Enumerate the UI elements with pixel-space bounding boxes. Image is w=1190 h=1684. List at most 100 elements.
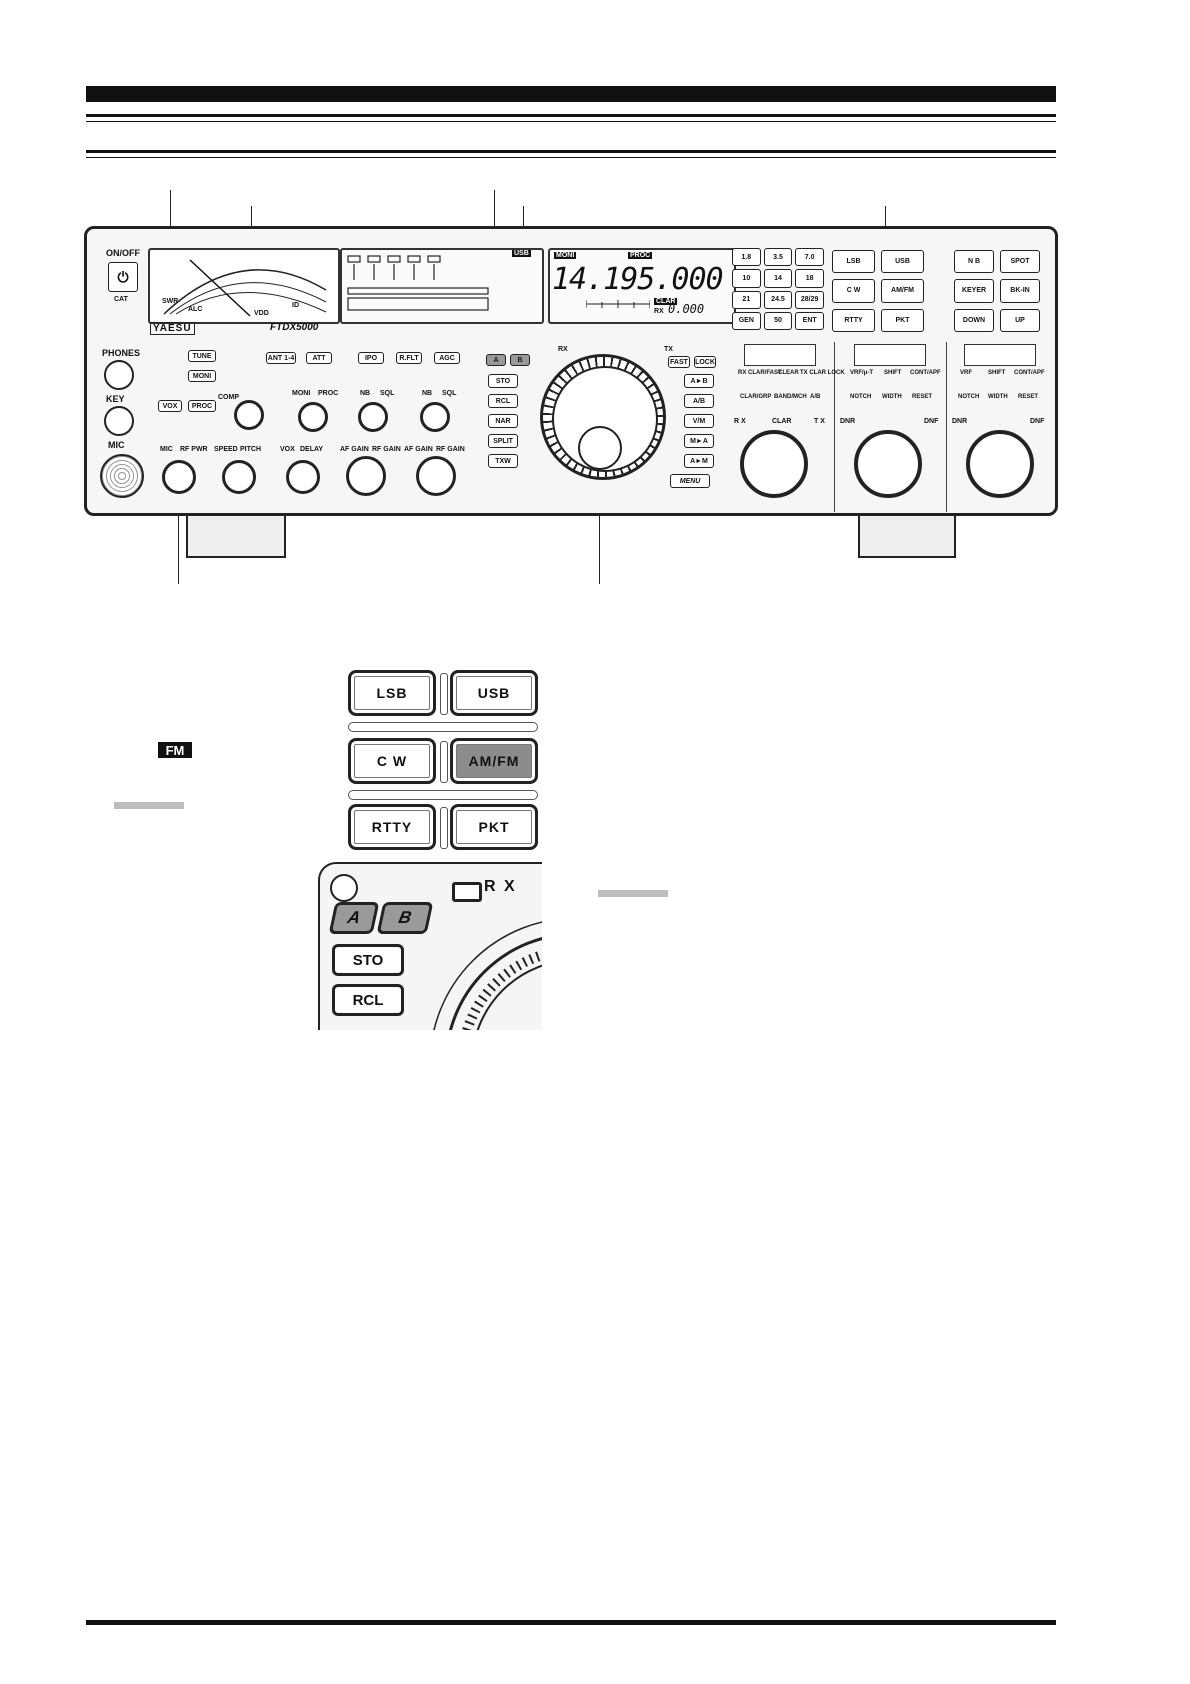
ant-button[interactable]: ANT 1-4 — [266, 352, 296, 364]
af-rf-gain-knob-sub[interactable] — [416, 456, 456, 496]
down-button[interactable]: DOWN — [954, 308, 994, 332]
lsb-button[interactable]: LSB — [348, 670, 436, 716]
moni-button[interactable]: MONI — [188, 370, 216, 382]
rcl-button-small[interactable]: RCL — [488, 394, 518, 408]
vox-delay-knob[interactable] — [286, 460, 320, 494]
rf-pwr-knob-label: RF PWR — [180, 446, 208, 453]
nb-sql-knob-sub[interactable] — [420, 402, 450, 432]
proc-button[interactable]: PROC — [188, 400, 216, 412]
lcd-right — [548, 248, 736, 324]
header-rule-3 — [86, 150, 1056, 153]
clar-knob[interactable] — [740, 430, 808, 498]
dnr-label-main: DNR — [840, 418, 856, 425]
band-button-18[interactable]: 18 — [795, 269, 824, 288]
vfo-b-button-small[interactable]: B — [510, 354, 530, 366]
mic-connector[interactable] — [100, 454, 144, 498]
speed-knob-label: SPEED — [214, 446, 238, 453]
mode-button-amfm-small[interactable]: AM/FM — [881, 279, 924, 303]
vfo-a-button-small[interactable]: A — [486, 354, 506, 366]
mode-button-panel: LSB USB C W AM/FM RTTY PKT — [348, 670, 538, 850]
phones-label: PHONES — [102, 348, 141, 358]
a-to-m-button[interactable]: A►M — [684, 454, 714, 468]
key-label: KEY — [106, 394, 125, 404]
att-button[interactable]: ATT — [306, 352, 332, 364]
mic-rf-pwr-knob[interactable] — [162, 460, 196, 494]
main-shift-width-knob[interactable] — [854, 430, 922, 498]
rflt-button[interactable]: R.FLT — [396, 352, 422, 364]
band-button-gen[interactable]: GEN — [732, 311, 761, 330]
am-fm-button[interactable]: AM/FM — [450, 738, 538, 784]
mode-button-pkt-small[interactable]: PKT — [881, 308, 924, 332]
split-button[interactable]: SPLIT — [488, 434, 518, 448]
phones-jack[interactable] — [104, 360, 134, 390]
vfo-a-button[interactable]: A — [328, 902, 380, 934]
band-button-ent[interactable]: ENT — [795, 311, 824, 330]
nb-sql-knob-main[interactable] — [358, 402, 388, 432]
mode-button-usb-small[interactable]: USB — [881, 250, 924, 274]
rx-label-bottom: R X — [734, 418, 746, 425]
band-button-3-5[interactable]: 3.5 — [763, 248, 793, 267]
txw-button[interactable]: TXW — [488, 454, 518, 468]
vfo-right-button-column: A►B A/B V/M M►A A►M — [684, 374, 714, 468]
cw-button[interactable]: C W — [348, 738, 436, 784]
panel-screw — [330, 874, 358, 902]
sto-button[interactable]: STO — [332, 944, 404, 976]
lcd-mode-tag: USB — [512, 250, 531, 257]
mode-button-grid-small: LSB USB C W AM/FM RTTY PKT — [832, 250, 924, 332]
speed-pitch-knob[interactable] — [222, 460, 256, 494]
sub-shift-width-knob[interactable] — [966, 430, 1034, 498]
moni-proc-knob[interactable] — [298, 402, 328, 432]
rcl-button[interactable]: RCL — [332, 984, 404, 1016]
cont-apf-label-main: CONT/APF — [910, 370, 941, 376]
pkt-button[interactable]: PKT — [450, 804, 538, 850]
band-button-50[interactable]: 50 — [763, 311, 793, 330]
a-b-swap-button[interactable]: A/B — [684, 394, 714, 408]
mode-button-cw-small[interactable]: C W — [832, 279, 875, 303]
band-button-10[interactable]: 10 — [732, 269, 761, 288]
band-button-21[interactable]: 21 — [732, 290, 761, 309]
width-label-main: WIDTH — [882, 394, 902, 400]
power-button[interactable]: ⏻ — [108, 262, 138, 292]
vox-button[interactable]: VOX — [158, 400, 182, 412]
agc-button[interactable]: AGC — [434, 352, 460, 364]
band-button-28-29[interactable]: 28/29 — [795, 290, 824, 309]
fast-button[interactable]: FAST — [668, 356, 690, 368]
m-to-a-button[interactable]: M►A — [684, 434, 714, 448]
menu-button[interactable]: MENU — [670, 474, 710, 488]
key-jack[interactable] — [104, 406, 134, 436]
band-button-14[interactable]: 14 — [763, 269, 793, 288]
nar-button[interactable]: NAR — [488, 414, 518, 428]
lcd-bar-scale — [586, 300, 650, 308]
lcd-left — [340, 248, 544, 324]
mode-button-rtty-small[interactable]: RTTY — [832, 308, 875, 332]
lock-button[interactable]: LOCK — [694, 356, 716, 368]
notch-label-sub: NOTCH — [958, 394, 980, 400]
rtty-button[interactable]: RTTY — [348, 804, 436, 850]
vm-button[interactable]: V/M — [684, 414, 714, 428]
dnf-label-sub: DNF — [1030, 418, 1045, 425]
a-to-b-button[interactable]: A►B — [684, 374, 714, 388]
band-button-7-0[interactable]: 7.0 — [795, 248, 824, 267]
clar-label-bottom: CLAR — [772, 418, 792, 425]
af-rf-gain-knob-main[interactable] — [346, 456, 386, 496]
band-mch-label: BAND/MCH — [774, 394, 807, 400]
mode-button-lsb-small[interactable]: LSB — [832, 250, 875, 274]
spot-button[interactable]: SPOT — [1000, 250, 1040, 274]
usb-button[interactable]: USB — [450, 670, 538, 716]
keyer-button[interactable]: KEYER — [954, 279, 994, 303]
meter-label-swr: SWR — [162, 298, 179, 305]
bk-in-button[interactable]: BK-IN — [1000, 279, 1040, 303]
brand-logo: YAESU — [150, 322, 195, 335]
up-button[interactable]: UP — [1000, 308, 1040, 332]
meter-select-knob[interactable] — [234, 400, 264, 430]
tune-button[interactable]: TUNE — [188, 350, 216, 362]
meter-label-alc: ALC — [188, 306, 203, 313]
af-gain-knob-label-main: AF GAIN — [340, 446, 369, 453]
band-button-24-5[interactable]: 24.5 — [763, 290, 793, 309]
subpanel-divider-2 — [946, 342, 947, 512]
lcd-left-graphics — [347, 255, 489, 311]
ipo-button[interactable]: IPO — [358, 352, 384, 364]
nb-button[interactable]: N B — [954, 250, 994, 274]
band-button-1-8[interactable]: 1.8 — [732, 248, 761, 267]
sto-button-small[interactable]: STO — [488, 374, 518, 388]
